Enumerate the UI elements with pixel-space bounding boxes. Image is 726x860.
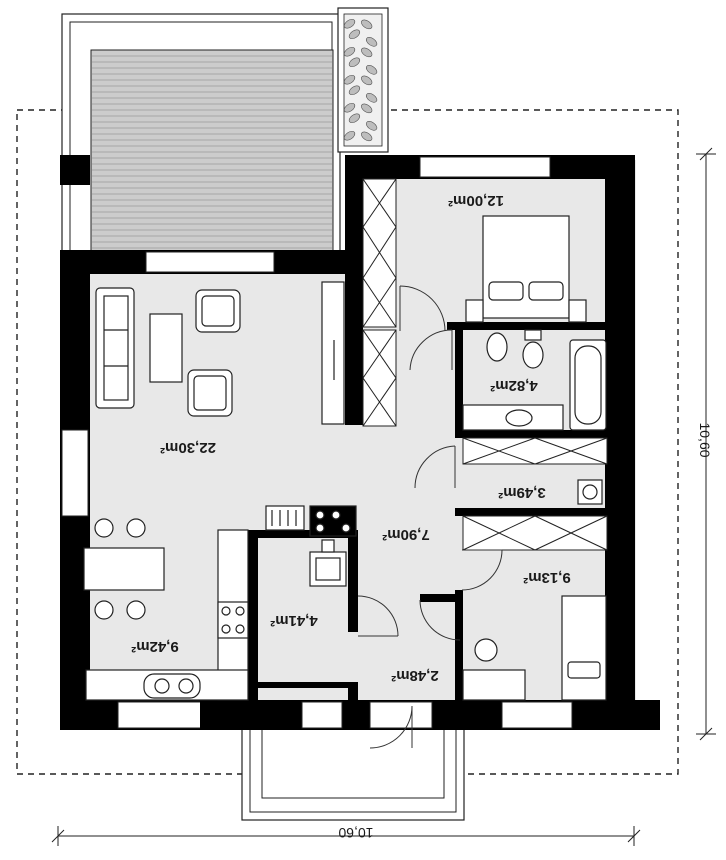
area-room: 9,13m²	[523, 569, 571, 586]
plant-leaf	[365, 121, 378, 131]
plant-leaf	[343, 46, 356, 57]
wardrobes	[362, 178, 608, 551]
dimension-width-label: 10,60	[338, 825, 373, 841]
plant-leaf	[348, 85, 361, 96]
plant-leaf	[361, 19, 373, 30]
area-hall: 7,90m²	[382, 526, 430, 543]
plant-leaf	[343, 18, 356, 29]
plant-leaf	[365, 93, 378, 103]
porch	[241, 727, 465, 821]
door-swings	[357, 285, 503, 749]
dimension-width	[51, 826, 641, 846]
kitchen-furniture	[83, 505, 305, 701]
plant-leaf	[361, 75, 373, 86]
bed	[465, 215, 587, 323]
area-living: 22,30m²	[160, 439, 216, 456]
boiler-equipment	[309, 505, 357, 587]
area-entry: 2,48m²	[391, 667, 439, 684]
area-boiler: 4,41m²	[270, 612, 318, 629]
area-bedroom: 12,00m²	[448, 192, 504, 209]
dimension-depth	[696, 147, 716, 741]
plant-leaf	[348, 113, 361, 124]
room-furniture	[462, 479, 607, 701]
plant-leaf	[343, 130, 356, 141]
terrace-decking	[92, 55, 332, 249]
area-bathroom: 4,82m²	[490, 377, 538, 394]
area-kitchen: 9,42m²	[131, 638, 179, 655]
area-wardrobe: 3,49m²	[498, 484, 546, 501]
plant-leaf	[343, 74, 356, 85]
plant-leaf	[365, 37, 378, 47]
bathroom-fixtures	[462, 329, 607, 431]
plant-leaf	[365, 65, 378, 75]
interior-walls	[200, 322, 607, 730]
windows	[61, 156, 573, 729]
plant-leaf	[348, 57, 361, 68]
planter-plants	[343, 18, 378, 142]
plant-leaf	[343, 102, 356, 113]
plant-leaf	[361, 103, 373, 114]
dimension-depth-label: 10,60	[697, 422, 713, 457]
living-furniture	[95, 281, 345, 425]
plant-leaf	[361, 47, 373, 58]
plant-leaf	[348, 29, 361, 40]
plant-leaf	[361, 131, 373, 142]
